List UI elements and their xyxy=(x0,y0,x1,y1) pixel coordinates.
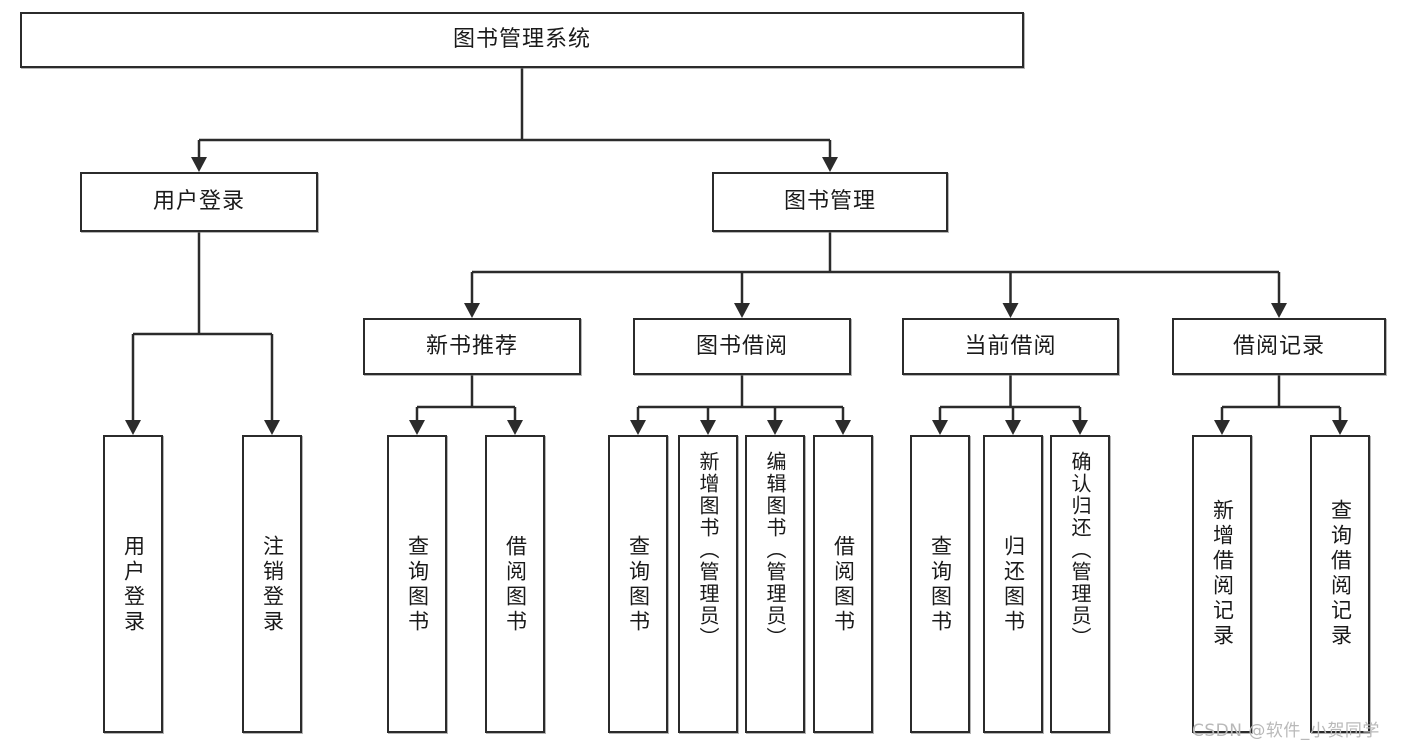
edge-0-arrow-0-head xyxy=(191,157,207,172)
edge-5-arrow-0-head xyxy=(932,420,948,435)
node-label: 归还图书 xyxy=(1001,535,1026,635)
node-leaf-borrow-book-rec[interactable]: 借阅图书 xyxy=(485,435,545,733)
edge-1-arrow-1-head xyxy=(734,303,750,318)
node-book-manage[interactable]: 图书管理 xyxy=(712,172,948,232)
edge-0-arrow-1-head xyxy=(822,157,838,172)
node-new-book-rec[interactable]: 新书推荐 xyxy=(363,318,581,375)
edge-6-arrow-1-head xyxy=(1332,420,1348,435)
node-label: 借阅记录 xyxy=(1232,333,1325,359)
node-label: 新增借阅记录 xyxy=(1210,499,1235,649)
edge-6-arrow-0-head xyxy=(1214,420,1230,435)
node-leaf-query-record[interactable]: 查询借阅记录 xyxy=(1310,435,1370,733)
node-leaf-add-record[interactable]: 新增借阅记录 xyxy=(1192,435,1252,733)
node-leaf-confirm-return[interactable]: 确认归还（管理员） xyxy=(1050,435,1110,733)
node-label: 新书推荐 xyxy=(425,333,518,359)
node-label: 用户登录 xyxy=(121,535,146,635)
node-label: 编辑图书（管理员） xyxy=(763,451,787,649)
edge-1-arrow-3-head xyxy=(1271,303,1287,318)
edge-5-arrow-1-head xyxy=(1005,420,1021,435)
node-leaf-user-login[interactable]: 用户登录 xyxy=(103,435,163,733)
node-leaf-edit-book[interactable]: 编辑图书（管理员） xyxy=(745,435,805,733)
edge-4-arrow-0-head xyxy=(630,420,646,435)
node-label: 查询图书 xyxy=(405,535,430,635)
edge-3-arrow-0-head xyxy=(409,420,425,435)
node-leaf-query-book-borrow[interactable]: 查询图书 xyxy=(608,435,668,733)
node-label: 借阅图书 xyxy=(831,535,856,635)
edge-2-arrow-0-head xyxy=(125,420,141,435)
edge-4-arrow-1-head xyxy=(700,420,716,435)
node-book-borrow[interactable]: 图书借阅 xyxy=(633,318,851,375)
node-leaf-logout[interactable]: 注销登录 xyxy=(242,435,302,733)
node-label: 图书管理 xyxy=(783,189,876,215)
node-label: 注销登录 xyxy=(260,535,285,635)
edge-5-arrow-2-head xyxy=(1072,420,1088,435)
edge-1-arrow-2-head xyxy=(1002,303,1019,318)
edge-4-arrow-3-head xyxy=(835,420,851,435)
node-borrow-record[interactable]: 借阅记录 xyxy=(1172,318,1386,375)
node-label: 查询图书 xyxy=(928,535,953,635)
edge-2-arrow-1-head xyxy=(264,420,280,435)
node-leaf-borrow-book[interactable]: 借阅图书 xyxy=(813,435,873,733)
node-label: 新增图书（管理员） xyxy=(696,451,720,649)
node-label: 用户登录 xyxy=(152,189,245,215)
node-label: 确认归还（管理员） xyxy=(1068,451,1092,649)
node-leaf-query-book-rec[interactable]: 查询图书 xyxy=(387,435,447,733)
node-label: 图书借阅 xyxy=(695,333,788,359)
node-label: 借阅图书 xyxy=(503,535,528,635)
node-label: 当前借阅 xyxy=(964,333,1057,359)
node-leaf-query-book-current[interactable]: 查询图书 xyxy=(910,435,970,733)
node-label: 查询借阅记录 xyxy=(1328,499,1353,649)
edge-1-arrow-0-head xyxy=(464,303,480,318)
edge-4-arrow-2-head xyxy=(767,420,783,435)
node-leaf-add-book[interactable]: 新增图书（管理员） xyxy=(678,435,738,733)
node-user-login[interactable]: 用户登录 xyxy=(80,172,318,232)
edge-3-arrow-1-head xyxy=(507,420,523,435)
node-current-borrow[interactable]: 当前借阅 xyxy=(902,318,1119,375)
node-leaf-return-book[interactable]: 归还图书 xyxy=(983,435,1043,733)
node-label: 图书管理系统 xyxy=(452,27,591,53)
node-root[interactable]: 图书管理系统 xyxy=(20,12,1024,68)
csdn-watermark: CSDN @软件_小贺同学 xyxy=(1192,721,1380,741)
node-label: 查询图书 xyxy=(626,535,651,635)
